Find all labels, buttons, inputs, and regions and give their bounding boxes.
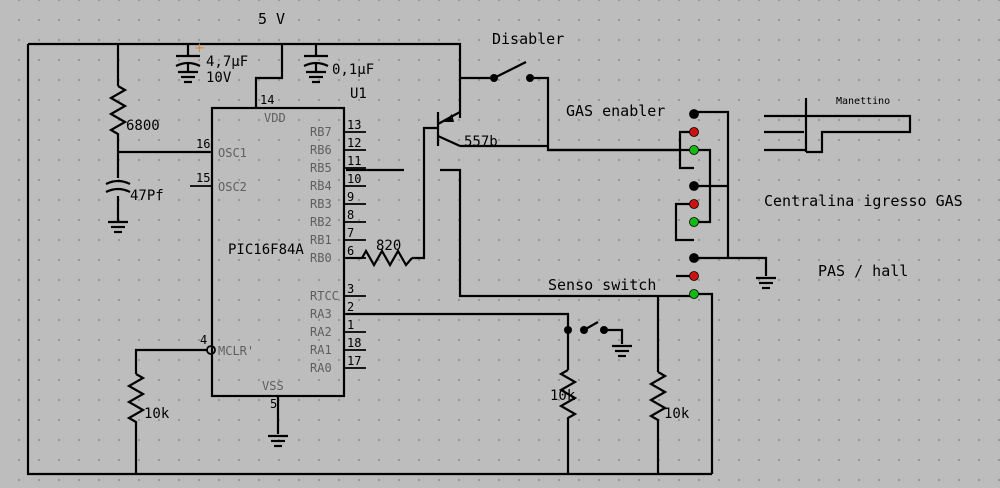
c2-value: 0,1µF: [332, 62, 374, 78]
pin-name-rb7: RB7: [310, 125, 332, 139]
connector-pin-gas-red: [689, 127, 699, 137]
pin-name-osc2: OSC2: [218, 180, 247, 194]
wire-ra3: [346, 312, 570, 330]
ground-vss: [268, 434, 288, 448]
pin-num-mclr: 4: [200, 333, 207, 347]
pin-num-ra1: 18: [347, 336, 361, 350]
ra3-switch: [564, 321, 632, 358]
pin-num-rb7: 13: [347, 118, 361, 132]
disabler-switch: Disabler: [490, 30, 564, 82]
connector-pin-pas-black: [689, 253, 699, 263]
pin-name-rb3: RB3: [310, 197, 332, 211]
base-resistor-value: 820: [376, 238, 401, 254]
chip-body: [210, 106, 346, 398]
connector-pin-gas-black: [689, 109, 699, 119]
chip-ref: U1: [350, 86, 367, 102]
pin-num-ra0: 17: [347, 354, 361, 368]
supply-label: 5 V: [258, 10, 285, 28]
c1-polarity-mark: +: [194, 41, 205, 56]
connector-pin-gas-green: [689, 145, 699, 155]
osc-resistor-value: 6800: [126, 118, 160, 134]
pin-num-vss: 5: [270, 397, 277, 411]
c1-value: 4,7µF: [206, 54, 248, 70]
wire-base: [412, 126, 438, 260]
mclr-resistor-value: 10k: [144, 406, 170, 422]
wire-top-rail: [28, 42, 462, 78]
connector-pins: [689, 109, 699, 299]
transistor-collector: [437, 134, 461, 148]
pin-name-ra0: RA0: [310, 361, 332, 375]
pin-num-rb1: 7: [347, 226, 354, 240]
pin-num-rtcc: 3: [347, 282, 354, 296]
transistor-label: 557b: [464, 134, 498, 150]
pin-name-rb5: RB5: [310, 161, 332, 175]
resistor-switch: 10k: [550, 369, 578, 426]
pin-name-vdd: VDD: [264, 111, 286, 125]
transistor-arrow: [444, 114, 454, 122]
pin-num-rb5: 11: [347, 154, 361, 168]
connector-pin-pas-red: [689, 271, 699, 281]
resistor-senso: 10k: [648, 371, 690, 428]
cap-osc: 47Pf: [105, 179, 164, 234]
connector-pin-centralina-black: [689, 181, 699, 191]
pin-bubble-mclr: [206, 345, 216, 355]
wire-connector-bus: [694, 110, 768, 276]
wire-osc: [116, 44, 210, 222]
pin-name-osc1: OSC1: [218, 146, 247, 160]
centralina-label: Centralina igresso GAS: [764, 192, 963, 210]
pin-num-rb3: 9: [347, 190, 354, 204]
pin-name-ra3: RA3: [310, 307, 332, 321]
chip-name: PIC16F84A: [228, 242, 304, 258]
cap-c1: + 4,7µF 10V: [175, 41, 248, 86]
pin-name-rb6: RB6: [310, 143, 332, 157]
pin-name-ra2: RA2: [310, 325, 332, 339]
wire-vdd: [254, 44, 284, 108]
pin-name-mclr: MCLR': [218, 344, 254, 358]
pin-num-osc1: 16: [196, 137, 210, 151]
pin-name-rb1: RB1: [310, 233, 332, 247]
senso-switch-label: Senso switch: [548, 276, 656, 294]
pin-name-ra1: RA1: [310, 343, 332, 357]
pin-name-rtcc: RTCC: [310, 289, 339, 303]
ground-connector: [756, 276, 776, 290]
pas-hall-label: PAS / hall: [818, 262, 908, 280]
pin-num-rb4: 10: [347, 172, 361, 186]
pin-num-ra2: 1: [347, 318, 354, 332]
transistor-557b: 557b: [436, 111, 498, 150]
resistor-mclr: 10k: [126, 373, 170, 428]
c1-voltage: 10V: [206, 70, 232, 86]
wire-connector-return: [694, 148, 714, 474]
wire-senso: [440, 168, 694, 298]
manettino-label: Manettino: [836, 96, 890, 107]
senso-resistor-value: 10k: [664, 406, 690, 422]
resistor-osc: 6800: [108, 85, 160, 142]
connector-pin-pas-green: [689, 289, 699, 299]
pin-name-vss: VSS: [262, 379, 284, 393]
cap-c2: 0,1µF: [303, 54, 374, 84]
pic-chip: PIC16F84A U1 14 VDD 16 OSC1 15 OSC2 4 MC…: [190, 86, 367, 411]
connector-pin-centralina-green: [689, 217, 699, 227]
pin-name-rb2: RB2: [310, 215, 332, 229]
wires: [26, 42, 768, 476]
pin-num-rb6: 12: [347, 136, 361, 150]
gas-enabler-label: GAS enabler: [566, 102, 665, 120]
pin-num-rb0: 6: [347, 244, 354, 258]
switch-resistor-value: 10k: [550, 388, 576, 404]
osc-cap-value: 47Pf: [130, 188, 164, 204]
pin-num-vdd: 14: [260, 93, 274, 107]
wire-left-rail: [26, 44, 712, 476]
pin-num-rb2: 8: [347, 208, 354, 222]
pin-num-ra3: 2: [347, 300, 354, 314]
pin-name-rb4: RB4: [310, 179, 332, 193]
manettino-throttle: Manettino: [764, 96, 912, 154]
pin-name-rb0: RB0: [310, 251, 332, 265]
resistor-base: 820: [361, 238, 413, 268]
connector-pin-centralina-red: [689, 199, 699, 209]
pin-num-osc2: 15: [196, 171, 210, 185]
wire-mclr: [134, 348, 208, 474]
disabler-label: Disabler: [492, 30, 564, 48]
